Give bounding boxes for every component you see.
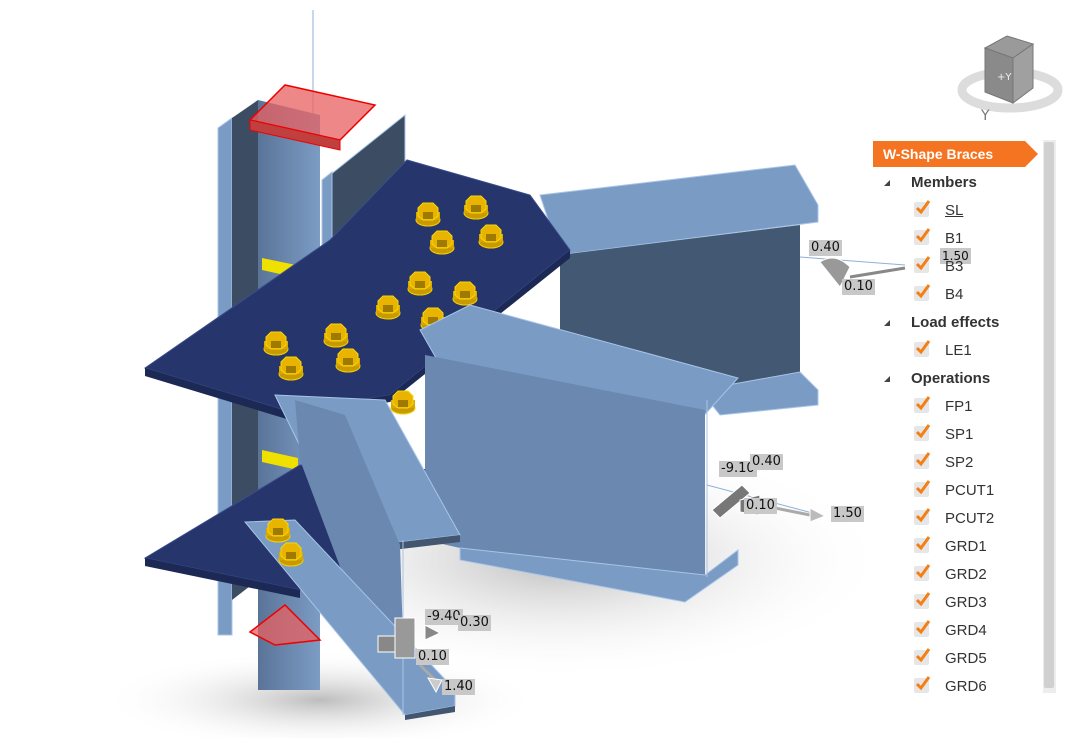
tree-item-grd4[interactable]: GRD4 xyxy=(872,618,1040,646)
expand-triangle-icon[interactable] xyxy=(884,320,890,326)
checkbox[interactable] xyxy=(914,536,931,553)
tree-item-grd2[interactable]: GRD2 xyxy=(872,562,1040,590)
load-label: 0.10 xyxy=(744,498,777,514)
check-icon xyxy=(915,648,931,663)
checkbox[interactable] xyxy=(914,508,931,525)
check-icon xyxy=(915,508,931,523)
item-label[interactable]: PCUT1 xyxy=(945,482,995,499)
item-label[interactable]: B3 xyxy=(945,258,964,275)
item-label[interactable]: B4 xyxy=(945,286,964,303)
load-label: 0.10 xyxy=(842,279,875,295)
tree-item-b4[interactable]: B4 xyxy=(872,282,1040,310)
item-label[interactable]: B1 xyxy=(945,230,964,247)
tree-item-grd1[interactable]: GRD1 xyxy=(872,534,1040,562)
panel-title-text: W-Shape Braces xyxy=(883,146,994,162)
item-label[interactable]: LE1 xyxy=(945,342,972,359)
tree-item-b1[interactable]: B1 xyxy=(872,226,1040,254)
tree-item-sp2[interactable]: SP2 xyxy=(872,450,1040,478)
navigation-cube[interactable]: +Y Y xyxy=(955,28,1065,124)
item-label[interactable]: SP1 xyxy=(945,426,974,443)
checkbox[interactable] xyxy=(914,480,931,497)
group-label: Members xyxy=(911,174,977,191)
load-label: 0.40 xyxy=(750,454,783,470)
checkbox[interactable] xyxy=(914,564,931,581)
y-axis-label: Y xyxy=(980,108,990,120)
scrollbar-thumb[interactable] xyxy=(1044,142,1054,688)
expand-triangle-icon[interactable] xyxy=(884,376,890,382)
checkbox[interactable] xyxy=(914,340,931,357)
item-label[interactable]: GRD1 xyxy=(945,538,987,555)
tree-item-b3[interactable]: B3 xyxy=(872,254,1040,282)
tree-group-members[interactable]: Members xyxy=(872,170,1040,198)
item-label[interactable]: FP1 xyxy=(945,398,973,415)
item-label[interactable]: GRD6 xyxy=(945,678,987,695)
tree-group-load-effects[interactable]: Load effects xyxy=(872,310,1040,338)
tree-group-operations[interactable]: Operations xyxy=(872,366,1040,394)
group-label: Load effects xyxy=(911,314,1000,331)
checkbox[interactable] xyxy=(914,676,931,693)
checkbox[interactable] xyxy=(914,648,931,665)
checkbox[interactable] xyxy=(914,424,931,441)
tree-item-fp1[interactable]: FP1 xyxy=(872,394,1040,422)
check-icon xyxy=(915,564,931,579)
checkbox[interactable] xyxy=(914,284,931,301)
check-icon xyxy=(915,284,931,299)
check-icon xyxy=(915,480,931,495)
check-icon xyxy=(915,200,931,215)
load-label: 0.10 xyxy=(416,649,449,665)
item-label[interactable]: GRD4 xyxy=(945,622,987,639)
check-icon xyxy=(915,228,931,243)
load-label: -9.10 xyxy=(719,461,757,477)
load-label: 1.50 xyxy=(831,506,864,522)
tree-item-le1[interactable]: LE1 xyxy=(872,338,1040,366)
item-label[interactable]: GRD2 xyxy=(945,566,987,583)
check-icon xyxy=(915,452,931,467)
load-arrow-b4 xyxy=(377,617,443,694)
check-icon xyxy=(915,424,931,439)
check-icon xyxy=(915,396,931,411)
item-label[interactable]: PCUT2 xyxy=(945,510,995,527)
check-icon xyxy=(915,592,931,607)
tree-item-sl[interactable]: SL xyxy=(872,198,1040,226)
checkbox[interactable] xyxy=(914,396,931,413)
check-icon xyxy=(915,536,931,551)
tree-item-pcut2[interactable]: PCUT2 xyxy=(872,506,1040,534)
expand-triangle-icon[interactable] xyxy=(884,180,890,186)
item-label[interactable]: SL xyxy=(945,202,964,219)
load-label: 0.30 xyxy=(458,615,491,631)
load-label: 0.40 xyxy=(809,240,842,256)
load-label: 1.40 xyxy=(442,679,475,695)
panel-title: W-Shape Braces xyxy=(873,141,1038,168)
checkbox[interactable] xyxy=(914,200,931,217)
checkbox[interactable] xyxy=(914,256,931,273)
svg-text:+Y: +Y xyxy=(997,72,1012,83)
tree-item-pcut1[interactable]: PCUT1 xyxy=(872,478,1040,506)
tree-item-grd6[interactable]: GRD6 xyxy=(872,674,1040,702)
item-label[interactable]: GRD5 xyxy=(945,650,987,667)
checkbox[interactable] xyxy=(914,620,931,637)
check-icon xyxy=(915,340,931,355)
tree-item-grd5[interactable]: GRD5 xyxy=(872,646,1040,674)
item-label[interactable]: GRD3 xyxy=(945,594,987,611)
panel-scrollbar[interactable] xyxy=(1043,140,1056,693)
group-label: Operations xyxy=(911,370,991,387)
checkbox[interactable] xyxy=(914,452,931,469)
check-icon xyxy=(915,620,931,635)
checkbox[interactable] xyxy=(914,592,931,609)
load-label: 1.50 xyxy=(940,248,971,264)
check-icon xyxy=(915,676,931,691)
checkbox[interactable] xyxy=(914,228,931,245)
tree-item-grd3[interactable]: GRD3 xyxy=(872,590,1040,618)
item-label[interactable]: SP2 xyxy=(945,454,974,471)
tree-item-sp1[interactable]: SP1 xyxy=(872,422,1040,450)
check-icon xyxy=(915,256,931,271)
load-label: -9.40 xyxy=(425,609,463,625)
